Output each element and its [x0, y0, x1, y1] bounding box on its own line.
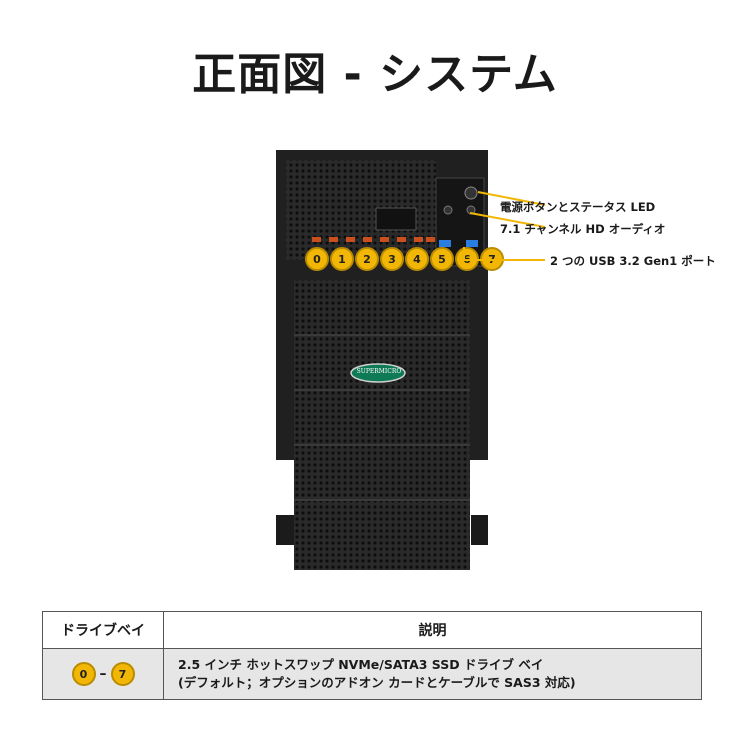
usb-port-icon	[439, 240, 451, 247]
description-line-2: (デフォルト；オプションのアドオン カードとケーブルで SAS3 対応)	[178, 675, 576, 690]
drive-bay-description: 2.5 インチ ホットスワップ NVMe/SATA3 SSD ドライブ ベイ (…	[163, 648, 702, 700]
logo-text: SUPERMICRO	[356, 368, 402, 375]
header-description: 説明	[163, 611, 702, 649]
drive-bay-badge: 3	[380, 247, 404, 271]
drive-bay-range: 0 – 7	[42, 648, 164, 700]
supermicro-logo	[350, 363, 406, 383]
drive-bay-badge: 2	[355, 247, 379, 271]
callout-usb-ports: 2 つの USB 3.2 Gen1 ポート	[550, 254, 716, 268]
drive-bay-table: ドライブベイ 説明 0 – 7 2.5 インチ ホットスワップ NVMe/SAT…	[42, 611, 702, 700]
drive-bay-badge: 4	[405, 247, 429, 271]
drive-bay-badge: 5	[430, 247, 454, 271]
page-title: 正面図 - システム	[192, 49, 558, 100]
audio-jack-icon	[443, 205, 453, 215]
drive-bay-badge: 1	[330, 247, 354, 271]
table-row: 0 – 7 2.5 インチ ホットスワップ NVMe/SATA3 SSD ドライ…	[42, 648, 702, 700]
tower-server-image	[276, 150, 488, 570]
range-dash: –	[99, 666, 107, 682]
usb-port-icon-2	[466, 240, 478, 247]
drive-bay-badge: 0	[305, 247, 329, 271]
range-start-badge: 0	[71, 662, 96, 686]
front-bezel	[294, 280, 470, 570]
power-button-icon	[464, 186, 478, 200]
header-drive-bay: ドライブベイ	[42, 611, 164, 649]
description-line-1: 2.5 インチ ホットスワップ NVMe/SATA3 SSD ドライブ ベイ	[178, 657, 544, 672]
optical-bay	[375, 207, 417, 231]
range-end-badge: 7	[110, 662, 135, 686]
callout-hd-audio: 7.1 チャンネル HD オーディオ	[500, 222, 666, 236]
callout-power-button: 電源ボタンとステータス LED	[500, 200, 656, 214]
right-foot	[471, 515, 488, 545]
